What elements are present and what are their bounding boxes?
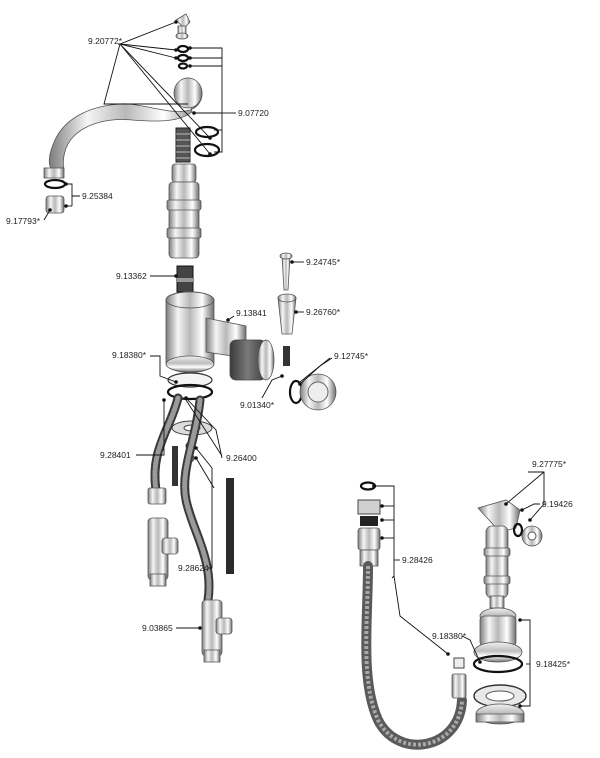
label-9-28426: 9.28426 xyxy=(402,555,433,565)
label-9-28401: 9.28401 xyxy=(100,450,131,460)
spout-o-rings xyxy=(193,125,221,158)
aerator-parts xyxy=(43,178,67,214)
spray-base xyxy=(472,607,527,725)
leader-lines xyxy=(43,20,545,708)
label-9-24745: 9.24745* xyxy=(306,257,341,267)
cartridge xyxy=(176,265,194,293)
spray-hose xyxy=(361,561,467,750)
label-9-25384: 9.25384 xyxy=(82,191,113,201)
label-9-01340: 9.01340* xyxy=(240,400,275,410)
side-spray-assembly xyxy=(357,481,543,750)
label-9-07720: 9.07720 xyxy=(238,108,269,118)
valve-body xyxy=(165,291,275,381)
threaded-stem xyxy=(175,127,191,163)
label-9-26760: 9.26760* xyxy=(306,307,341,317)
column-body xyxy=(166,163,202,259)
label-9-27775: 9.27775* xyxy=(532,459,567,469)
part-labels: 9.20772* 9.07720 9.25384 9.17793* 9.1336… xyxy=(6,36,573,669)
main-faucet-assembly xyxy=(43,13,337,663)
label-9-19426: 9.19426 xyxy=(542,499,573,509)
label-9-18380-right: 9.18380* xyxy=(432,631,467,641)
shutoff-valve-right xyxy=(201,599,233,663)
spray-head xyxy=(477,499,543,609)
shutoff-valve-left xyxy=(147,517,179,587)
label-9-26400: 9.26400 xyxy=(226,453,257,463)
spray-hose-connector xyxy=(357,481,381,567)
side-handle-parts xyxy=(277,252,337,411)
top-handle xyxy=(175,13,191,40)
label-9-18380-left: 9.18380* xyxy=(112,350,147,360)
supply-hoses xyxy=(147,393,234,605)
label-9-13841: 9.13841 xyxy=(236,308,267,318)
label-9-18425: 9.18425* xyxy=(536,659,571,669)
label-9-28624: 9.28624 xyxy=(178,563,209,573)
label-9-03865: 9.03865 xyxy=(142,623,173,633)
label-9-13362: 9.13362 xyxy=(116,271,147,281)
label-9-17793: 9.17793* xyxy=(6,216,41,226)
label-9-20772: 9.20772* xyxy=(88,36,123,46)
label-9-12745: 9.12745* xyxy=(334,351,369,361)
small-o-rings xyxy=(176,44,190,70)
